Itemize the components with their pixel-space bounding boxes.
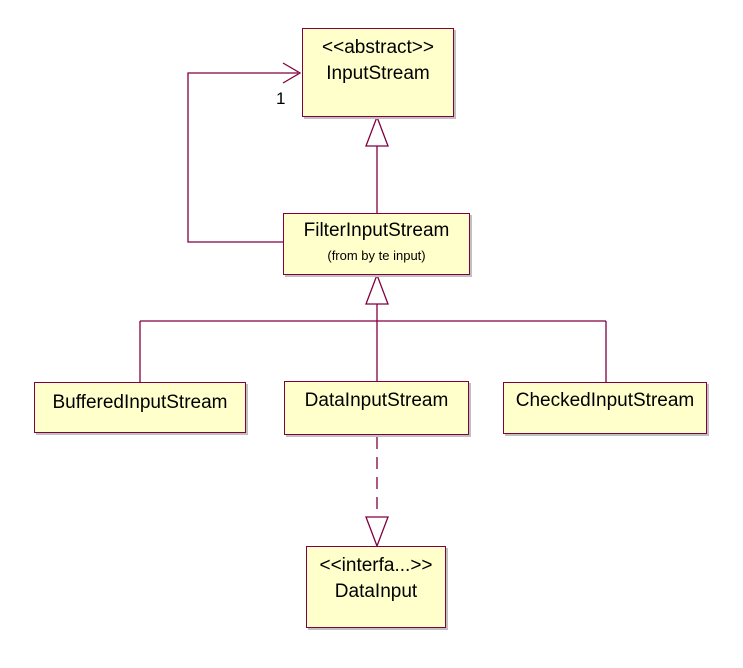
package-label-filterinputstream: (from by te input): [327, 248, 426, 263]
class-name-checkedinputstream: CheckedInputStream: [515, 390, 695, 411]
class-name-datainputstream: DataInputStream: [304, 390, 449, 411]
association-line: [187, 72, 298, 243]
interface-name-datainput: DataInput: [334, 581, 418, 602]
class-name-filterinputstream: FilterInputStream: [303, 220, 450, 241]
association-arrowhead: [282, 62, 302, 84]
interface-datainput[interactable]: <<interfa...>> DataInput: [306, 546, 446, 628]
generalization-triangle-inputstream: [365, 115, 389, 147]
association-multiplicity: 1: [276, 89, 286, 108]
class-inputstream[interactable]: <<abstract>> InputStream: [302, 28, 454, 117]
generalization-triangle-filterinputstream: [365, 273, 389, 305]
stereotype-abstract: <<abstract>>: [322, 37, 434, 58]
class-name-inputstream: InputStream: [326, 63, 430, 84]
class-checkedinputstream[interactable]: CheckedInputStream: [503, 382, 707, 434]
stereotype-interface: <<interfa...>>: [319, 555, 433, 576]
class-filterinputstream[interactable]: FilterInputStream (from by te input): [283, 213, 470, 275]
realization-triangle-datainput: [365, 516, 389, 548]
class-datainputstream[interactable]: DataInputStream: [284, 381, 469, 435]
class-name-bufferedinputstream: BufferedInputStream: [52, 392, 228, 413]
class-bufferedinputstream[interactable]: BufferedInputStream: [34, 382, 246, 433]
